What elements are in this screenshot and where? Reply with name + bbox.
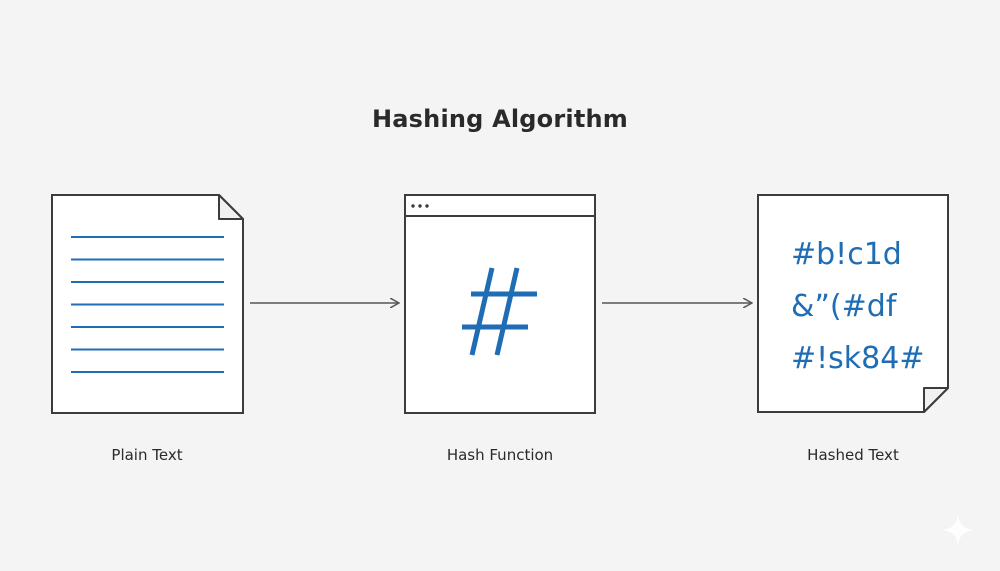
plain-text-caption: Plain Text	[111, 446, 183, 464]
hashed-line-3: #!sk84#	[791, 341, 924, 376]
hashed-text-document-icon: #b!c1d &”(#df #!sk84#	[757, 194, 949, 413]
hashed-text-caption: Hashed Text	[807, 446, 899, 464]
plain-text-lines	[71, 236, 224, 373]
plain-text-document-icon	[51, 194, 244, 414]
hash-function-caption: Hash Function	[446, 446, 554, 464]
hash-function-window-icon	[404, 194, 596, 414]
sparkle-icon	[942, 514, 974, 546]
hash-symbol-icon	[462, 267, 537, 356]
diagram-title: Hashing Algorithm	[372, 105, 628, 133]
window-dots-icon	[411, 204, 429, 208]
hashed-line-2: &”(#df	[791, 289, 898, 324]
hashed-line-1: #b!c1d	[791, 237, 902, 272]
